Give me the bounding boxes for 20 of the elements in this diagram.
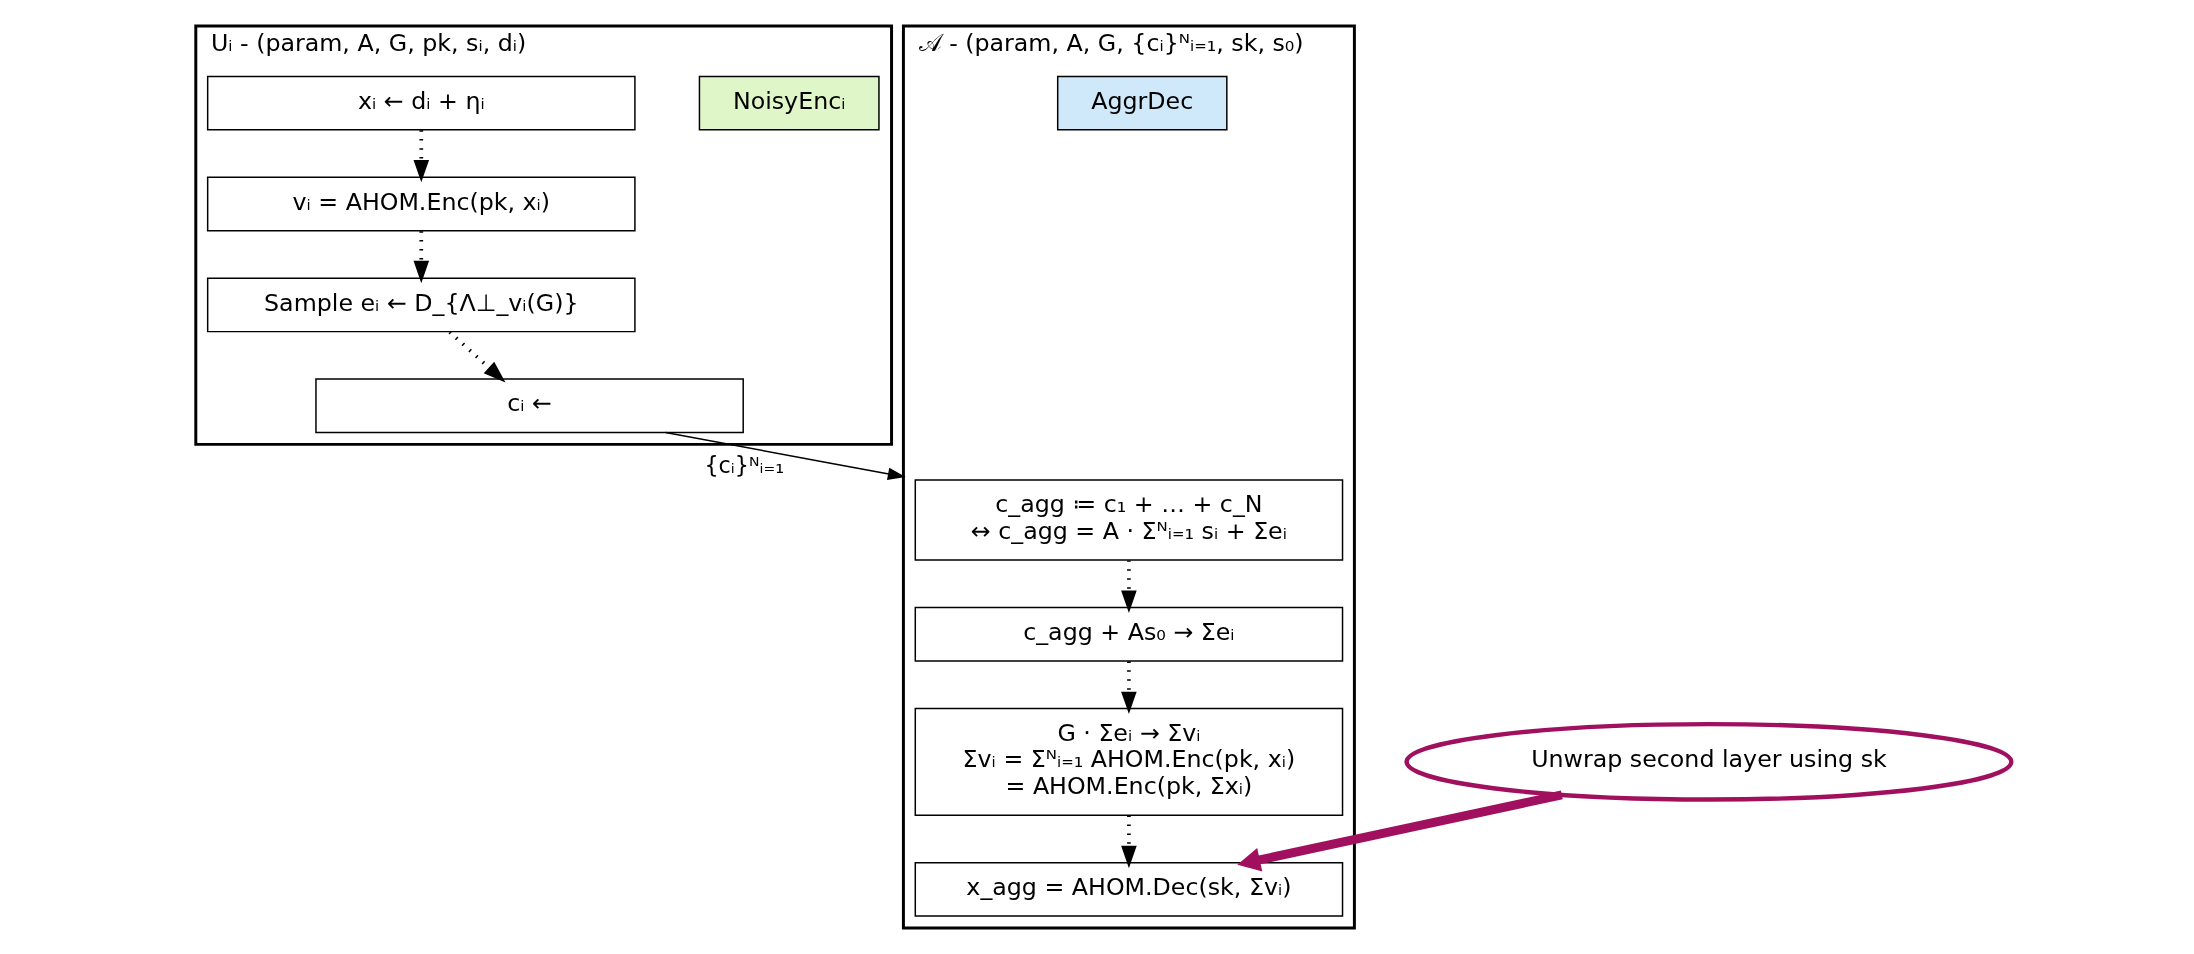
edge-label: {cᵢ}ᴺᵢ₌₁ [703, 451, 784, 478]
arrow [413, 231, 429, 284]
arrow [1120, 661, 1137, 714]
node-box: AggrDec [1056, 75, 1228, 131]
node-box: cᵢ ← [314, 378, 744, 434]
node-ellipse: Unwrap second layer using sk [1403, 721, 2013, 802]
arrow [448, 330, 505, 383]
arrow [1120, 560, 1137, 613]
node-box: G · Σeᵢ → Σvᵢ Σvᵢ = Σᴺᵢ₌₁ AHOM.Enc(pk, xᵢ) = AHOM.Enc(pk, Σxᵢ) [914, 707, 1343, 816]
arrow [413, 130, 429, 183]
node-box: vᵢ = AHOM.Enc(pk, xᵢ) [206, 176, 636, 232]
node-box: NoisyEncᵢ [698, 75, 880, 131]
node-box: c_agg ≔ c₁ + … + c_N ↔ c_agg = A · Σᴺᵢ₌₁ sᵢ + Σeᵢ [914, 479, 1343, 561]
arrow [664, 431, 906, 480]
arrow [1120, 815, 1137, 869]
node-box: Sample eᵢ ← D_{Λ⊥_vᵢ(G)} [206, 277, 636, 333]
node-box: xᵢ ← dᵢ + ηᵢ [206, 75, 636, 131]
node-box: c_agg + As₀ → Σeᵢ [914, 606, 1343, 662]
arrow [1236, 790, 1563, 872]
node-box: x_agg = AHOM.Dec(sk, Σvᵢ) [914, 861, 1343, 917]
